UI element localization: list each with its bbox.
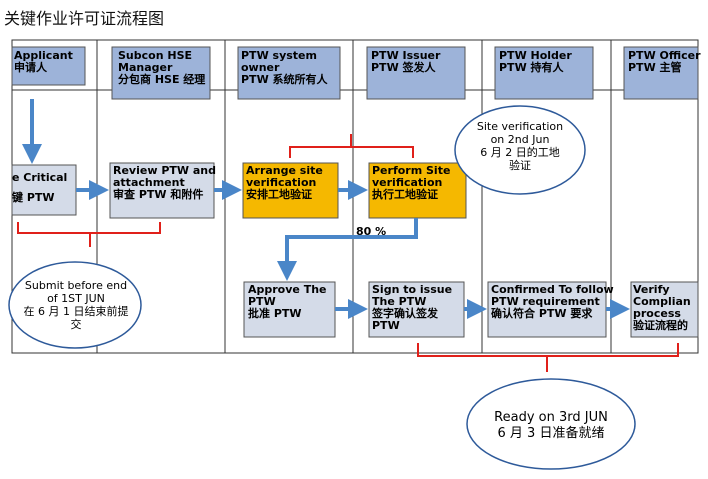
flow-arrows xyxy=(22,99,630,319)
lane-header-holder xyxy=(494,46,594,100)
step-box-approve xyxy=(243,281,336,338)
step-box-arrange xyxy=(242,162,339,219)
lane-headers xyxy=(11,46,699,100)
red-brackets xyxy=(17,134,679,372)
oval-site-verification xyxy=(454,105,586,195)
lane-header-subcon xyxy=(111,46,211,100)
step-box-critical xyxy=(11,164,77,216)
arrow-perform-approve xyxy=(277,218,418,281)
diagram-title: 关键作业许可证流程图 xyxy=(4,9,165,28)
step-box-review xyxy=(109,162,215,219)
lane-header-applicant xyxy=(11,46,86,86)
step-box-sign xyxy=(368,281,465,338)
process-boxes xyxy=(11,162,699,338)
bracket-site-verification xyxy=(289,134,414,158)
oval-submit xyxy=(8,261,142,349)
bracket-submit xyxy=(17,222,161,247)
percent-label: 80 % xyxy=(356,225,387,238)
lane-header-system-owner xyxy=(237,46,341,100)
oval-ready xyxy=(466,378,636,470)
step-box-verify xyxy=(630,281,699,338)
lane-header-officer xyxy=(623,46,699,100)
note-ovals xyxy=(8,105,636,470)
lane-header-issuer xyxy=(366,46,466,100)
step-box-confirm xyxy=(487,281,607,338)
bracket-ready xyxy=(417,343,679,372)
